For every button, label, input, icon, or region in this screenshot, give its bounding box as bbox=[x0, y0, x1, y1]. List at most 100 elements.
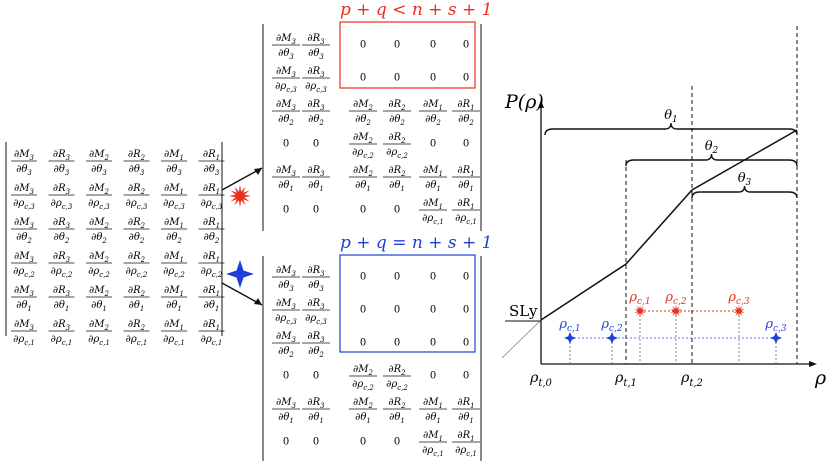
matrix-cell: 0 bbox=[430, 371, 436, 382]
denominator: ∂ρc,3 bbox=[88, 198, 110, 211]
numerator: ∂M2 bbox=[353, 99, 373, 112]
matrix-cell: ∂R2∂ρc,3 bbox=[123, 183, 150, 211]
numerator: ∂R2 bbox=[128, 251, 146, 264]
denominator: ∂θ3 bbox=[54, 164, 70, 177]
numerator: ∂R3 bbox=[307, 165, 325, 178]
blue-point-label: ρc,1 bbox=[558, 317, 580, 334]
numerator: ∂M2 bbox=[89, 183, 109, 196]
arrow-to-red-case bbox=[221, 167, 263, 191]
theta-2-brace bbox=[625, 153, 798, 167]
matrix-cell-value: 0 bbox=[463, 40, 469, 51]
blue-zero-block-box bbox=[339, 254, 476, 353]
matrix-cell-value: 0 bbox=[394, 272, 400, 283]
denominator: ∂ρc,1 bbox=[13, 334, 35, 347]
numerator: ∂M3 bbox=[276, 66, 296, 79]
matrix-cell: ∂R2∂θ1 bbox=[383, 165, 411, 193]
numerator: ∂R2 bbox=[388, 397, 406, 410]
numerator: ∂M2 bbox=[89, 217, 109, 230]
blue-point-marker bbox=[770, 332, 782, 344]
matrix-cell: ∂M3∂θ1 bbox=[11, 285, 37, 313]
matrix-cell: 0 bbox=[394, 205, 400, 216]
denominator: ∂ρc,2 bbox=[13, 266, 35, 279]
x-tick-label: ρt,0 bbox=[529, 370, 552, 389]
matrix-cell-value: 0 bbox=[430, 305, 436, 316]
blue-four-point-star-icon bbox=[226, 260, 254, 288]
matrix-cell: ∂M1∂θ1 bbox=[419, 165, 447, 193]
matrix-cell: ∂M2∂ρc,1 bbox=[86, 319, 112, 347]
denominator: ∂θ1 bbox=[389, 412, 405, 425]
y-axis-arrowhead bbox=[538, 100, 544, 108]
matrix-cell: ∂M3∂θ3 bbox=[272, 33, 300, 61]
numerator: ∂M1 bbox=[164, 319, 184, 332]
matrix-cell: ∂R2∂ρc,2 bbox=[123, 251, 150, 279]
red-point-label: ρc,1 bbox=[628, 290, 650, 307]
matrix-cell-value: 0 bbox=[313, 437, 319, 448]
matrix-cell: 0 bbox=[313, 437, 319, 448]
numerator: ∂M2 bbox=[353, 364, 373, 377]
numerator: ∂R1 bbox=[457, 99, 474, 112]
matrix-cell: ∂M2∂θ1 bbox=[349, 397, 377, 425]
matrix-cell-value: 0 bbox=[463, 139, 469, 150]
matrix-cell-value: 0 bbox=[360, 205, 366, 216]
matrix-cell-value: 0 bbox=[394, 338, 400, 349]
matrix-cell: 0 bbox=[430, 40, 436, 51]
matrix-cell: ∂R1∂ρc,1 bbox=[198, 319, 225, 347]
matrix-cell: ∂M2∂θ2 bbox=[86, 217, 112, 245]
matrix-cell: 0 bbox=[313, 205, 319, 216]
denominator: ∂θ3 bbox=[129, 164, 145, 177]
blue-point-label: ρc,2 bbox=[600, 317, 623, 334]
matrix-cell: 0 bbox=[463, 73, 469, 84]
denominator: ∂ρc,3 bbox=[275, 313, 297, 326]
denominator: ∂θ1 bbox=[458, 180, 474, 193]
matrix-cell-value: 0 bbox=[360, 73, 366, 84]
numerator: ∂M1 bbox=[423, 99, 443, 112]
matrix-cell: ∂M3 ∂ρc,1 bbox=[11, 319, 37, 347]
denominator: ∂θ3 bbox=[278, 48, 294, 61]
denominator: ∂θ1 bbox=[91, 300, 107, 313]
numerator: ∂M3 bbox=[14, 319, 34, 332]
matrix-cell: 0 bbox=[394, 73, 400, 84]
matrix-cell-value: 0 bbox=[283, 205, 289, 216]
numerator: ∂M3 bbox=[276, 33, 296, 46]
matrix-cell: ∂M3∂θ1 bbox=[272, 397, 300, 425]
matrix-cell: ∂M3∂ρc,3 bbox=[11, 183, 37, 211]
matrix-cell-value: 0 bbox=[430, 40, 436, 51]
numerator: ∂M2 bbox=[353, 165, 373, 178]
denominator: ∂θ1 bbox=[425, 412, 441, 425]
numerator: ∂R2 bbox=[388, 132, 406, 145]
numerator: ∂M2 bbox=[89, 149, 109, 162]
denominator: ∂ρc,1 bbox=[51, 334, 73, 347]
denominator: ∂θ3 bbox=[16, 164, 32, 177]
numerator: ∂M3 bbox=[14, 217, 34, 230]
matrix-cell: 0 bbox=[394, 305, 400, 316]
matrix-cell-value: 0 bbox=[360, 272, 366, 283]
matrix-cell: 0 bbox=[463, 139, 469, 150]
numerator: ∂M3 bbox=[14, 183, 34, 196]
numerator: ∂R2 bbox=[388, 99, 406, 112]
denominator: ∂θ1 bbox=[308, 180, 324, 193]
matrix-cell: ∂R1∂ρc,3 bbox=[198, 183, 225, 211]
denominator: ∂θ1 bbox=[278, 180, 294, 193]
blue-point-marker bbox=[606, 332, 618, 344]
denominator: ∂θ3 bbox=[166, 164, 182, 177]
denominator: ∂θ2 bbox=[129, 232, 145, 245]
denominator: ∂ρc,1 bbox=[163, 334, 185, 347]
denominator: ∂ρc,2 bbox=[201, 266, 223, 279]
matrix-cell: 0 bbox=[283, 371, 289, 382]
matrix-cell: ∂R2∂θ1 bbox=[383, 397, 411, 425]
arrow-head-red bbox=[254, 168, 262, 175]
numerator: ∂M2 bbox=[89, 319, 109, 332]
matrix-cell: 0 bbox=[360, 73, 366, 84]
matrix-cell: ∂R2∂ρc,1 bbox=[123, 319, 150, 347]
matrix-cell: 0 bbox=[463, 371, 469, 382]
denominator: ∂ρc,1 bbox=[126, 334, 148, 347]
denominator: ∂ρc,2 bbox=[352, 379, 374, 392]
matrix-cell-value: 0 bbox=[430, 338, 436, 349]
matrix-cell: ∂R2∂θ3 bbox=[123, 149, 150, 177]
matrix-cell: ∂R2∂ρc,2 bbox=[383, 364, 411, 392]
matrix-cell-value: 0 bbox=[283, 139, 289, 150]
numerator: ∂R1 bbox=[457, 397, 474, 410]
denominator: ∂θ2 bbox=[166, 232, 182, 245]
